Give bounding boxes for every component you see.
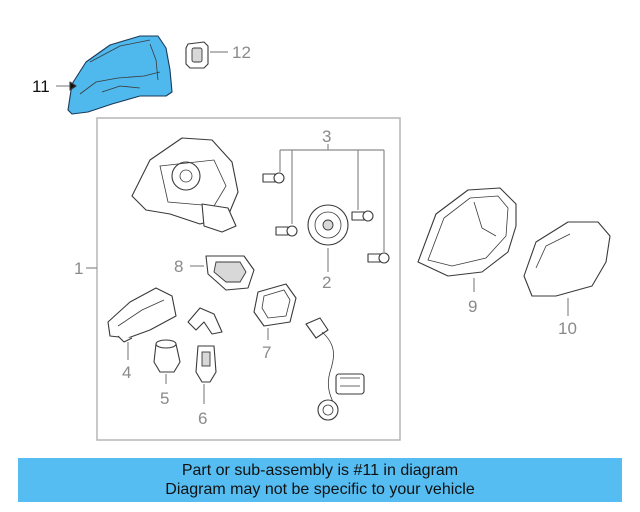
callout-2: 2	[322, 273, 331, 292]
part-9-glass-holder[interactable]	[417, 187, 517, 277]
leader-lines	[56, 51, 569, 404]
callout-10: 10	[558, 319, 577, 338]
part-6-clip[interactable]	[187, 307, 223, 383]
callout-9: 9	[468, 297, 477, 316]
part-5-socket[interactable]	[153, 339, 181, 373]
part-10-mirror-glass[interactable]	[523, 221, 611, 297]
callout-7: 7	[262, 343, 271, 362]
assembly-frame	[96, 117, 401, 441]
callout-11: 11	[32, 77, 50, 96]
part-8-bezel[interactable]	[205, 255, 255, 291]
part-3-screws[interactable]	[262, 172, 390, 264]
callout-4: 4	[122, 363, 131, 382]
part-7-gasket[interactable]	[253, 283, 297, 327]
part-4-bracket[interactable]	[107, 287, 177, 343]
info-banner: Part or sub-assembly is #11 in diagram D…	[18, 458, 622, 502]
banner-line-1: Part or sub-assembly is #11 in diagram	[181, 462, 459, 479]
callout-12: 12	[232, 43, 251, 62]
part-2-motor[interactable]	[307, 204, 349, 246]
callout-1: 1	[74, 259, 83, 278]
mirror-base-assembly[interactable]	[131, 137, 239, 233]
wiring-harness[interactable]	[305, 317, 365, 421]
part-12-clip[interactable]	[185, 41, 209, 69]
callout-6: 6	[198, 409, 207, 428]
callout-8: 8	[174, 257, 183, 276]
banner-line-2: Diagram may not be specific to your vehi…	[165, 481, 475, 498]
callout-5: 5	[160, 389, 169, 408]
part-11-mirror-cover[interactable]	[67, 35, 173, 115]
callout-3: 3	[322, 127, 331, 146]
